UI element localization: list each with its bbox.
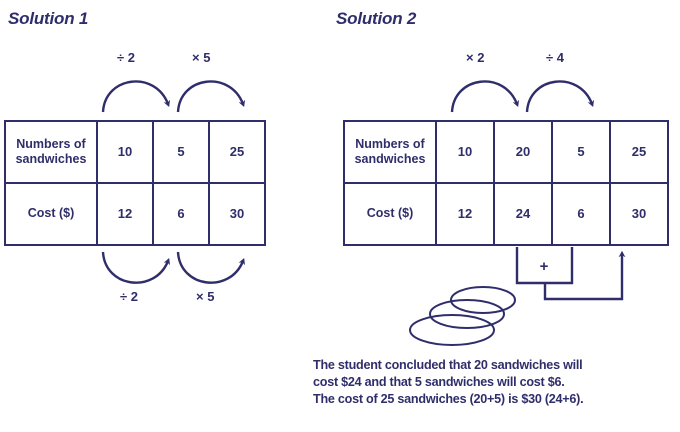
row-header-line-2: sandwiches — [354, 152, 426, 166]
row-header-cost: Cost ($) — [343, 182, 437, 246]
cell-cost-1: 12 — [435, 182, 495, 246]
conclusion-line-3: The cost of 25 sandwiches (20+5) is $30 … — [313, 392, 584, 406]
cell-sandwiches-4: 25 — [609, 120, 669, 184]
conclusion-line-1: The student concluded that 20 sandwiches… — [313, 358, 583, 372]
cell-cost-3: 6 — [551, 182, 611, 246]
cell-sandwiches-2: 20 — [493, 120, 553, 184]
conclusion-line-2: cost $24 and that 5 sandwiches will cost… — [313, 375, 565, 389]
cell-cost-1: 12 — [96, 182, 154, 246]
conclusion-text: The student concluded that 20 sandwiches… — [313, 357, 675, 408]
row-header-sandwiches: Numbers of sandwiches — [4, 120, 98, 184]
cell-cost-4: 30 — [609, 182, 669, 246]
solution-2-title: Solution 2 — [336, 9, 417, 28]
row-header-sandwiches: Numbers of sandwiches — [343, 120, 437, 184]
row-header-line-1: Numbers of — [16, 136, 86, 151]
solution-1-bottom-operator-1: ÷ 2 — [120, 289, 138, 304]
row-header-line-1: Numbers of — [355, 136, 425, 151]
sum-bracket-plus-label: + — [539, 258, 549, 275]
cell-cost-3: 30 — [208, 182, 266, 246]
row-header-cost: Cost ($) — [4, 182, 98, 246]
solution-1-panel: Solution 1 ÷ 2 × 5 Numbers of sandwiches… — [0, 0, 330, 432]
solution-1-ratio-table: Numbers of sandwiches 10 5 25 Cost ($) 1… — [4, 120, 266, 246]
cell-sandwiches-2: 5 — [152, 120, 210, 184]
cell-sandwiches-3: 5 — [551, 120, 611, 184]
cell-sandwiches-1: 10 — [435, 120, 495, 184]
table-row: Cost ($) 12 24 6 30 — [343, 182, 669, 246]
table-row: Cost ($) 12 6 30 — [4, 182, 266, 246]
solution-1-title: Solution 1 — [8, 9, 89, 28]
solution-1-top-operator-2: × 5 — [192, 50, 211, 65]
cell-cost-2: 6 — [152, 182, 210, 246]
solution-2-top-operator-2: ÷ 4 — [546, 50, 564, 65]
row-header-line-2: sandwiches — [15, 152, 87, 166]
table-row: Numbers of sandwiches 10 5 25 — [4, 120, 266, 184]
solution-2-ratio-table: Numbers of sandwiches 10 20 5 25 Cost ($… — [343, 120, 669, 246]
cell-sandwiches-3: 25 — [208, 120, 266, 184]
cell-sandwiches-1: 10 — [96, 120, 154, 184]
solution-1-bottom-operator-2: × 5 — [196, 289, 215, 304]
solution-1-top-operator-1: ÷ 2 — [117, 50, 135, 65]
cell-cost-2: 24 — [493, 182, 553, 246]
solution-2-top-operator-1: × 2 — [466, 50, 485, 65]
table-row: Numbers of sandwiches 10 20 5 25 — [343, 120, 669, 184]
